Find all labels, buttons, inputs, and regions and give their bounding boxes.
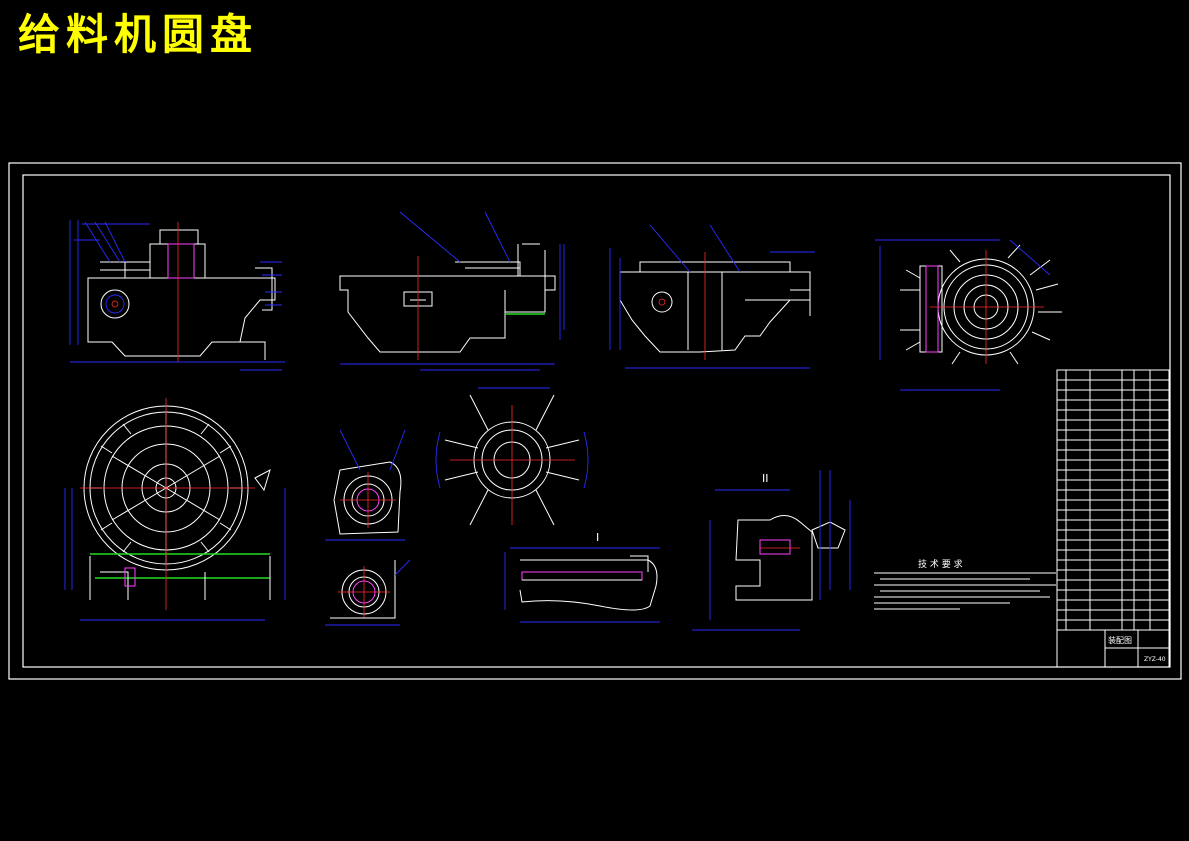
part-detail-2 [325, 559, 411, 626]
parts-list: 装配图 ZYZ-40 [1056, 369, 1170, 668]
inner-frame [22, 174, 1171, 668]
page-title: 给料机圆盘 [18, 10, 259, 59]
front-view [69, 220, 285, 371]
section-label-ii: II [762, 472, 769, 485]
part-detail-1 [325, 429, 406, 541]
section-label-i: I [596, 531, 599, 544]
title-block-drawing-name: 装配图 [1108, 635, 1132, 645]
tech-req-heading: 技 术 要 求 [918, 558, 963, 570]
top-view [875, 239, 1062, 391]
flange-detail [435, 387, 589, 526]
outer-frame [8, 162, 1182, 680]
disc-plan [64, 398, 286, 621]
title-block-drawing-no: ZYZ-40 [1144, 656, 1166, 663]
section-i: I [504, 531, 660, 623]
section-ii: II [692, 470, 851, 631]
end-view [609, 224, 815, 369]
technical-requirements: 技 术 要 求 [874, 558, 1056, 610]
side-view [339, 211, 565, 371]
